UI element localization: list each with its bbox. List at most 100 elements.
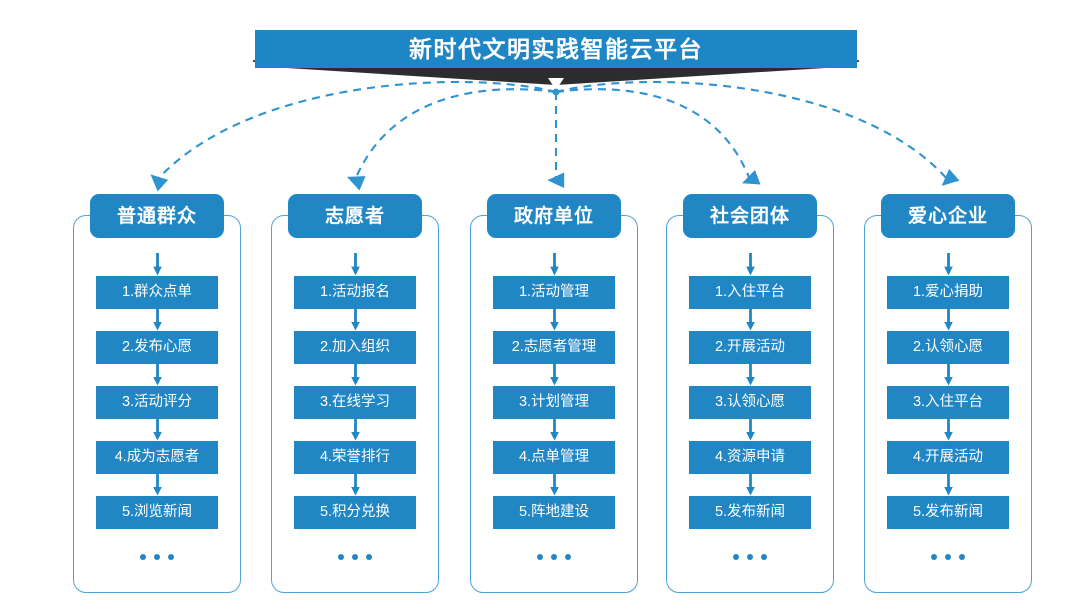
role-step-label: 2.开展活动 — [714, 339, 786, 356]
role-step-list: 1.入住平台 2.开展活动 3.认领心愿 4.资源申请 5.发布新闻 — [689, 253, 811, 562]
role-step-item[interactable]: 4.点单管理 — [493, 441, 615, 474]
more-items-ellipsis — [537, 552, 571, 562]
page-title: 新时代文明实践智能云平台 — [409, 35, 703, 62]
role-step-item[interactable]: 3.入住平台 — [887, 386, 1009, 419]
role-step-label: 1.活动管理 — [518, 284, 590, 301]
role-step-label: 3.计划管理 — [518, 394, 590, 411]
flow-arrow-icon — [549, 364, 559, 386]
flow-arrow-icon — [152, 364, 162, 386]
role-step-item[interactable]: 4.成为志愿者 — [96, 441, 218, 474]
role-step-label: 5.发布新闻 — [912, 504, 984, 521]
role-step-list: 1.活动管理 2.志愿者管理 3.计划管理 4.点单管理 5.阵地建设 — [493, 253, 615, 562]
role-step-item[interactable]: 1.群众点单 — [96, 276, 218, 309]
flow-arrow-icon — [350, 419, 360, 441]
flow-arrow-icon — [549, 419, 559, 441]
flow-arrow-icon — [943, 419, 953, 441]
flow-arrow-icon — [943, 364, 953, 386]
role-column-3: 政府单位 1.活动管理 2.志愿者管理 3.计划管理 4.点单管理 5.阵地建设 — [470, 194, 638, 593]
role-step-item[interactable]: 1.入住平台 — [689, 276, 811, 309]
role-step-label: 5.阵地建设 — [518, 504, 590, 521]
role-step-label: 4.开展活动 — [912, 449, 984, 466]
role-step-item[interactable]: 5.发布新闻 — [689, 496, 811, 529]
flow-arrow-icon — [350, 364, 360, 386]
flow-arrow-icon — [152, 253, 162, 276]
role-step-item[interactable]: 4.开展活动 — [887, 441, 1009, 474]
role-step-label: 3.在线学习 — [319, 394, 391, 411]
role-header-label: 政府单位 — [513, 205, 594, 227]
role-column-5: 爱心企业 1.爱心捐助 2.认领心愿 3.入住平台 4.开展活动 5.发布新闻 — [864, 194, 1032, 593]
more-items-ellipsis — [140, 552, 174, 562]
flow-arrow-icon — [745, 474, 755, 496]
more-items-ellipsis — [733, 552, 767, 562]
role-step-label: 5.积分兑换 — [319, 504, 391, 521]
role-header-1[interactable]: 普通群众 — [90, 194, 224, 238]
flow-arrow-icon — [549, 309, 559, 331]
role-step-item[interactable]: 5.积分兑换 — [294, 496, 416, 529]
flow-arrow-icon — [943, 309, 953, 331]
role-step-label: 4.荣誉排行 — [319, 449, 391, 466]
role-step-item[interactable]: 2.认领心愿 — [887, 331, 1009, 364]
role-step-item[interactable]: 1.爱心捐助 — [887, 276, 1009, 309]
role-step-item[interactable]: 1.活动管理 — [493, 276, 615, 309]
role-step-label: 2.认领心愿 — [912, 339, 984, 356]
role-step-label: 2.加入组织 — [319, 339, 391, 356]
role-step-label: 2.志愿者管理 — [511, 339, 597, 356]
more-items-ellipsis — [931, 552, 965, 562]
role-step-item[interactable]: 3.在线学习 — [294, 386, 416, 419]
role-header-label: 志愿者 — [324, 205, 385, 227]
role-step-item[interactable]: 2.发布心愿 — [96, 331, 218, 364]
role-step-label: 1.活动报名 — [319, 284, 391, 301]
flow-arrow-icon — [549, 253, 559, 276]
role-header-2[interactable]: 志愿者 — [288, 194, 422, 238]
role-step-label: 2.发布心愿 — [121, 339, 193, 356]
flow-arrow-icon — [350, 309, 360, 331]
platform-title-banner: 新时代文明实践智能云平台 — [255, 30, 857, 68]
role-step-item[interactable]: 1.活动报名 — [294, 276, 416, 309]
role-step-list: 1.爱心捐助 2.认领心愿 3.入住平台 4.开展活动 5.发布新闻 — [887, 253, 1009, 562]
role-step-label: 3.活动评分 — [121, 394, 193, 411]
flow-arrow-icon — [152, 474, 162, 496]
flow-arrow-icon — [350, 474, 360, 496]
flow-arrow-icon — [549, 474, 559, 496]
role-header-3[interactable]: 政府单位 — [487, 194, 621, 238]
role-header-5[interactable]: 爱心企业 — [881, 194, 1015, 238]
flow-arrow-icon — [745, 364, 755, 386]
role-header-label: 社会团体 — [709, 205, 790, 227]
role-column-4: 社会团体 1.入住平台 2.开展活动 3.认领心愿 4.资源申请 5.发布新闻 — [666, 194, 834, 593]
role-step-label: 1.爱心捐助 — [912, 284, 984, 301]
role-step-item[interactable]: 5.阵地建设 — [493, 496, 615, 529]
role-step-item[interactable]: 3.计划管理 — [493, 386, 615, 419]
role-step-item[interactable]: 3.活动评分 — [96, 386, 218, 419]
flow-arrow-icon — [943, 253, 953, 276]
flow-arrow-icon — [745, 253, 755, 276]
role-step-item[interactable]: 2.志愿者管理 — [493, 331, 615, 364]
role-column-2: 志愿者 1.活动报名 2.加入组织 3.在线学习 4.荣誉排行 5.积分兑换 — [271, 194, 439, 593]
role-step-label: 4.成为志愿者 — [114, 449, 200, 466]
role-step-label: 4.资源申请 — [714, 449, 786, 466]
role-step-item[interactable]: 3.认领心愿 — [689, 386, 811, 419]
role-column-1: 普通群众 1.群众点单 2.发布心愿 3.活动评分 4.成为志愿者 5.浏览新闻 — [73, 194, 241, 593]
role-step-item[interactable]: 2.开展活动 — [689, 331, 811, 364]
flow-arrow-icon — [350, 253, 360, 276]
role-step-label: 3.入住平台 — [912, 394, 984, 411]
role-step-item[interactable]: 5.浏览新闻 — [96, 496, 218, 529]
role-step-label: 3.认领心愿 — [714, 394, 786, 411]
role-step-item[interactable]: 4.荣誉排行 — [294, 441, 416, 474]
flow-arrow-icon — [745, 419, 755, 441]
role-header-label: 爱心企业 — [907, 205, 988, 227]
role-step-label: 5.发布新闻 — [714, 504, 786, 521]
flow-arrow-icon — [943, 474, 953, 496]
role-step-item[interactable]: 2.加入组织 — [294, 331, 416, 364]
role-step-label: 5.浏览新闻 — [121, 504, 193, 521]
role-step-item[interactable]: 4.资源申请 — [689, 441, 811, 474]
role-step-label: 1.群众点单 — [121, 284, 193, 301]
more-items-ellipsis — [338, 552, 372, 562]
role-step-label: 1.入住平台 — [714, 284, 786, 301]
flow-arrow-icon — [745, 309, 755, 331]
role-header-label: 普通群众 — [116, 205, 197, 227]
role-step-item[interactable]: 5.发布新闻 — [887, 496, 1009, 529]
flow-arrow-icon — [152, 309, 162, 331]
role-header-4[interactable]: 社会团体 — [683, 194, 817, 238]
